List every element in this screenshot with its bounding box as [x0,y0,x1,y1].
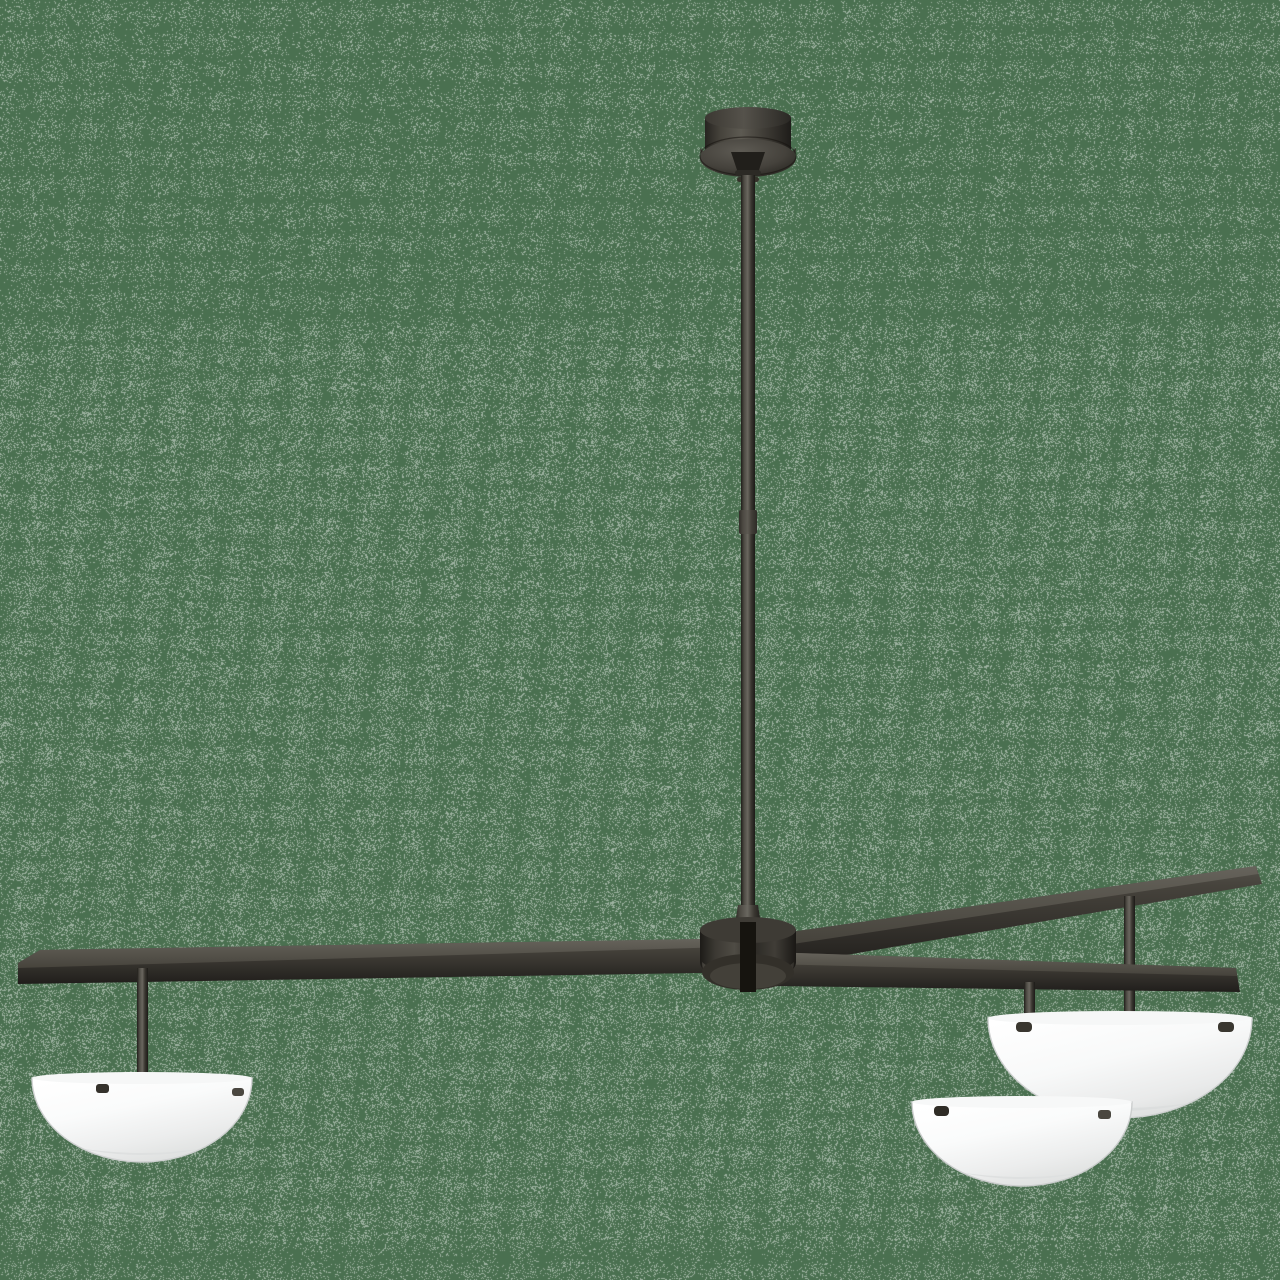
front-right-bowl-rim [912,1096,1132,1108]
front-right-bowl-clip-2 [1098,1110,1111,1119]
left-arm-top-facet [18,938,760,968]
lower-right-arm-top-facet [768,952,1237,976]
rear-right-bowl-clip-2 [1218,1022,1234,1032]
rod-coupling-shading [739,510,757,534]
upper-right-arm-top-facet [762,866,1258,948]
canopy-top [705,107,791,129]
front-right-glass-bowl [911,1096,1133,1187]
front-right-bowl-base-shadow [958,1172,1086,1179]
front-right-bowl-clip-1 [934,1106,949,1116]
canopy-collar-ring-1 [735,170,761,176]
rear-right-bowl-rim [988,1011,1252,1025]
down-rod-shaft [741,175,755,940]
upper-right-drop-rod [1124,896,1135,1024]
center-hub [700,917,796,992]
left-arm [18,938,760,1080]
left-bowl-clip-1 [96,1084,109,1093]
left-bowl-base-shadow [78,1148,206,1155]
rear-right-glass-bowl [987,1011,1253,1119]
left-bowl-clip-2 [232,1088,244,1096]
left-bowl-body [32,1078,252,1162]
hub-center-post [740,922,756,992]
front-right-bowl-body [912,1102,1132,1186]
front-right-bowl-outline [911,1101,1133,1187]
left-glass-bowl [31,1072,253,1163]
left-drop-rod [137,968,148,1080]
rear-right-bowl-clip-1 [1016,1022,1032,1032]
down-rod [734,175,762,940]
left-bowl-rim [32,1072,252,1084]
upper-right-arm [762,866,1262,1024]
rear-right-bowl-body [988,1018,1252,1118]
ceiling-canopy [699,107,797,182]
left-bowl-outline [31,1077,253,1163]
